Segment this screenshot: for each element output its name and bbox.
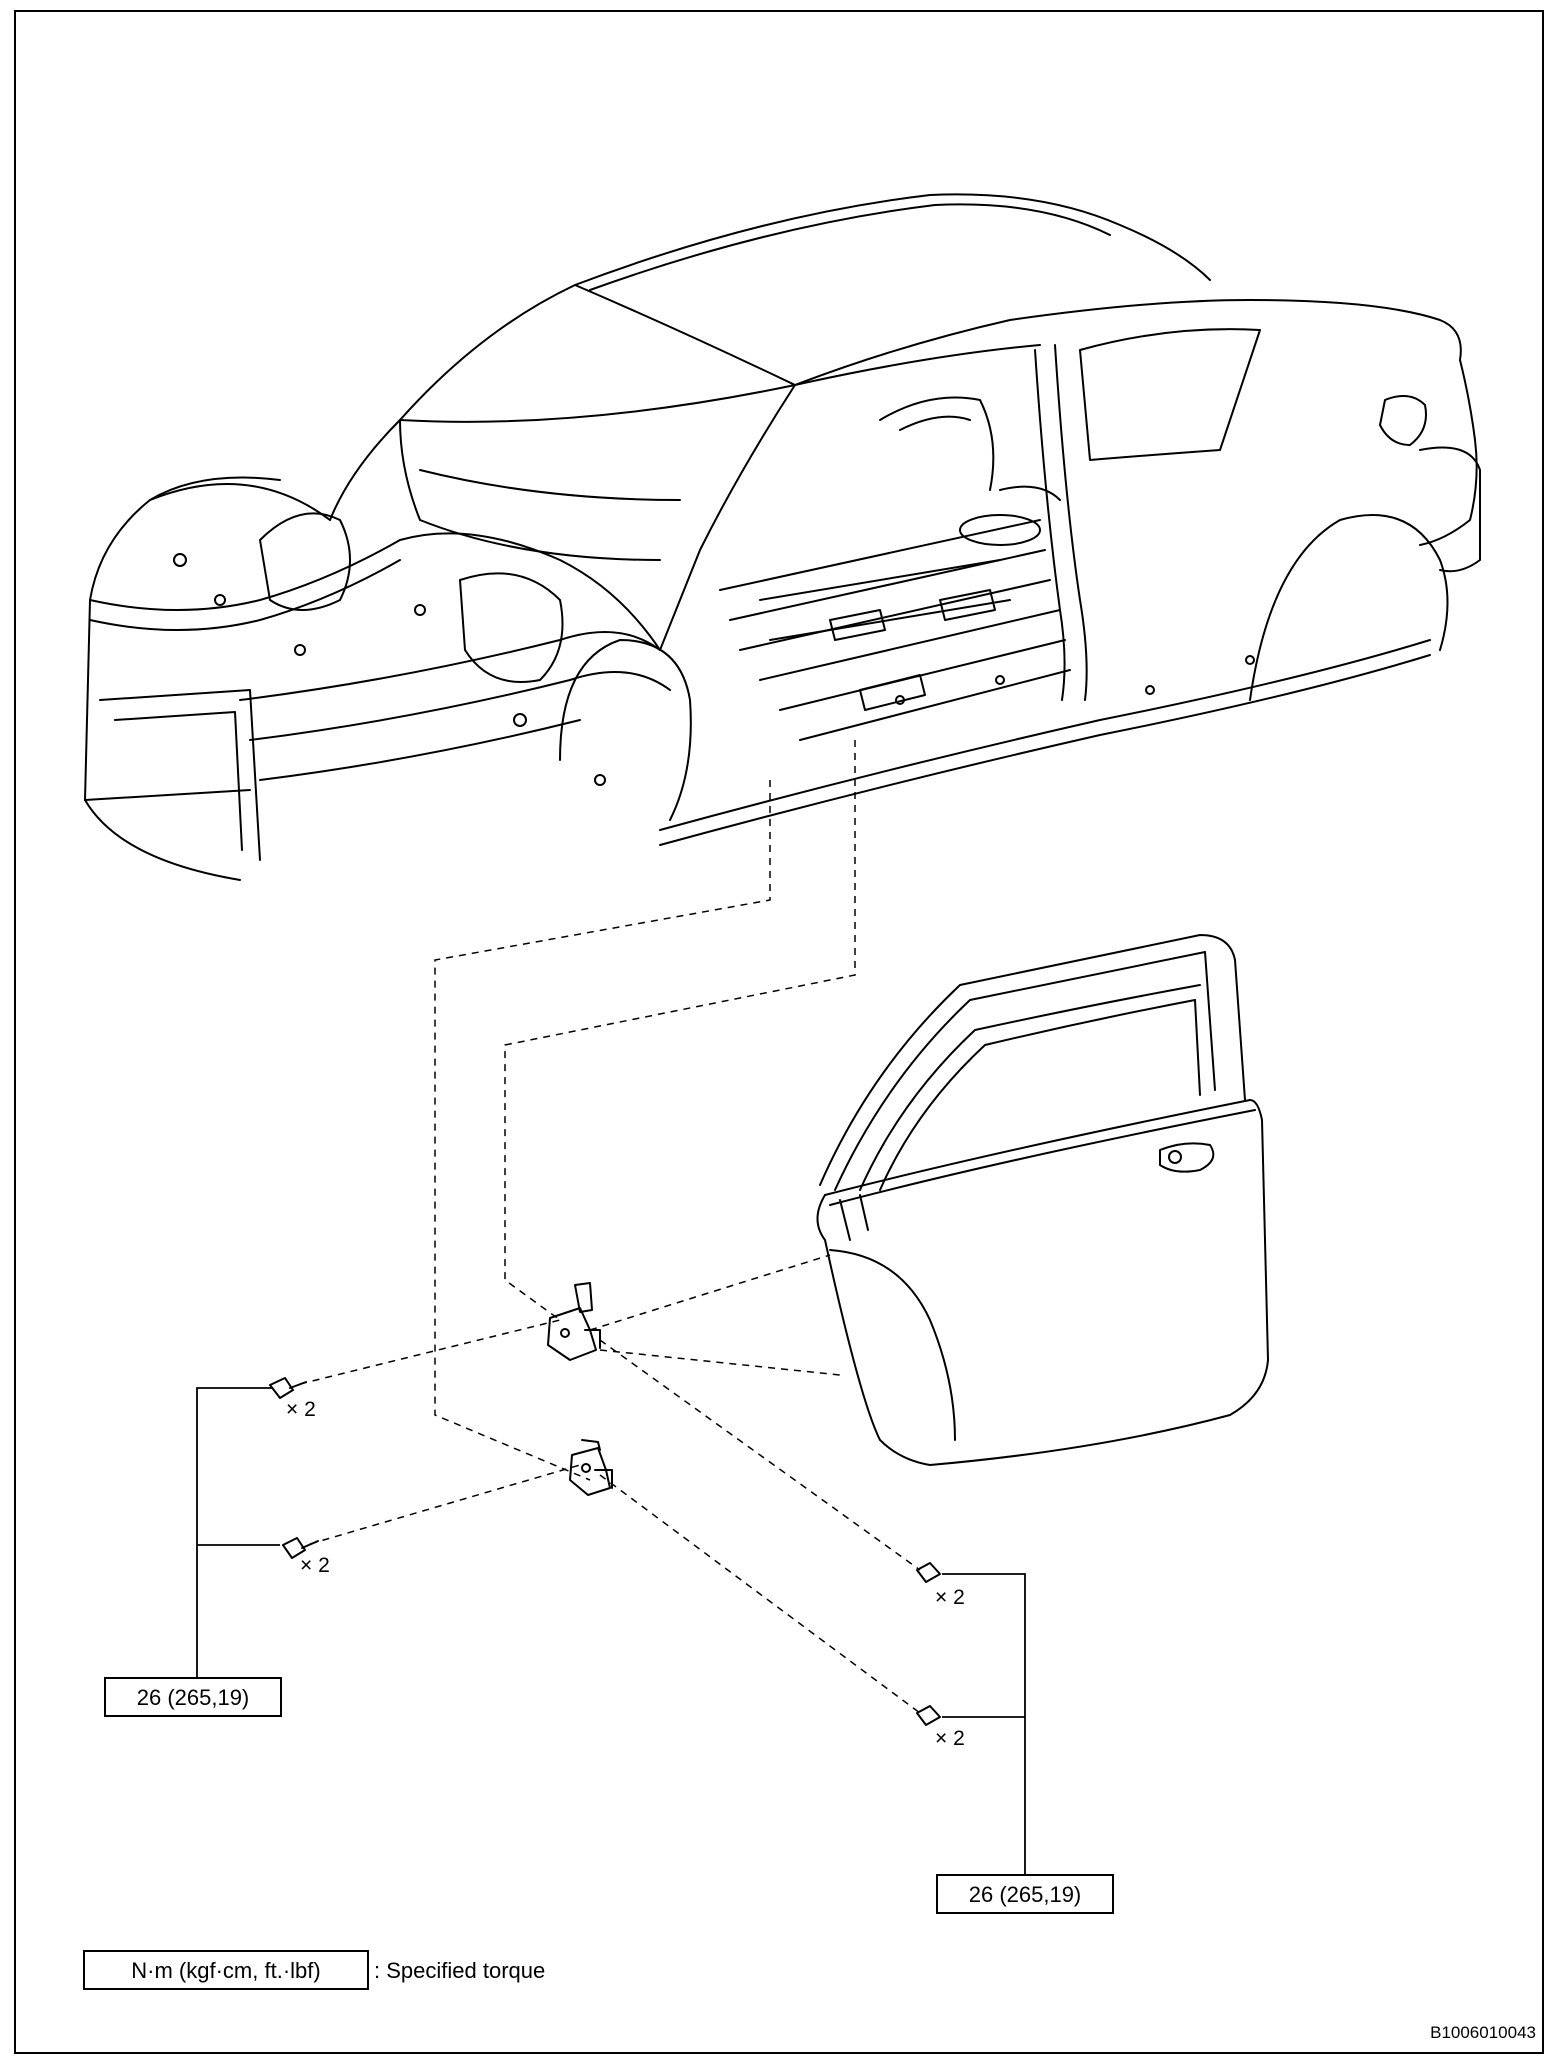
qty-label-front-upper: × 2 (286, 1398, 316, 1421)
legend-description: : Specified torque (374, 1958, 545, 1983)
qty-label-front-lower: × 2 (300, 1554, 330, 1577)
figure-id-code: B1006010043 (1430, 2023, 1536, 2042)
bolt-front-upper (269, 1377, 307, 1399)
front-door-panel (816, 934, 1269, 1466)
torque-box-right (936, 1874, 1114, 1914)
legend-box (83, 1950, 369, 1990)
torque-leader-lines (196, 1387, 1026, 1875)
qty-label-rear-upper: × 2 (935, 1586, 965, 1609)
diagram-frame (14, 10, 1544, 2054)
lower-door-hinge (569, 1439, 613, 1496)
qty-label-rear-lower: × 2 (935, 1727, 965, 1750)
torque-value-left: 26 (265,19) (137, 1685, 250, 1710)
torque-value-right: 26 (265,19) (969, 1882, 1082, 1907)
assembly-guide-lines (299, 740, 921, 1714)
legend-unit-label: N·m (kgf·cm, ft.·lbf) (131, 1958, 320, 1983)
torque-box-left (104, 1677, 282, 1717)
bolt-rear-lower (916, 1705, 941, 1726)
bolt-rear-upper (916, 1562, 941, 1583)
vehicle-body-shell (84, 193, 1481, 881)
